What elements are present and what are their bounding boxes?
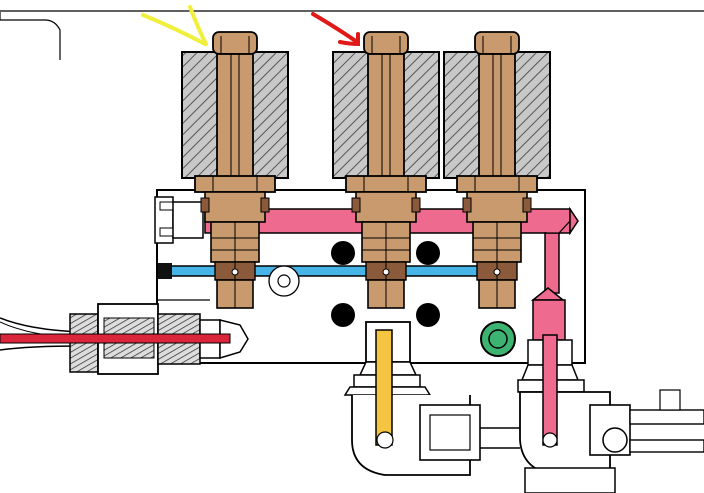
cartridge-body [355,191,417,223]
cartridge-stem [478,53,516,179]
black-dot [416,303,440,327]
hex-nut [456,175,538,193]
hex-nut [194,175,276,193]
cartridge-cap [212,31,258,55]
red-arrow [311,12,360,47]
valve-2 [332,31,440,309]
frame-left-outline [0,12,61,60]
yellow-channel [375,329,393,446]
bottom-fitting-pink [517,287,704,493]
green-port [480,321,516,357]
left-plug-fitting [154,196,204,244]
solenoid-valves [181,31,551,309]
cartridge-body [204,191,266,223]
cartridge-stem [367,53,405,179]
bottom-fitting-yellow [343,321,520,476]
valve-3 [443,31,551,309]
valve-1 [181,31,289,309]
pink-down-channel [542,334,558,446]
black-dot [331,303,355,327]
black-dot [331,241,355,265]
yellow-arrow [141,5,208,46]
hex-nut [345,175,427,193]
annotation-arrows [141,5,360,47]
black-dot [416,241,440,265]
left-hose-assembly [0,303,249,375]
cartridge-cap [474,31,520,55]
blue-return-channel [158,263,481,297]
cartridge-body [466,191,528,223]
mounting-holes [331,241,440,327]
cartridge-cap [363,31,409,55]
cartridge-stem [216,53,254,179]
